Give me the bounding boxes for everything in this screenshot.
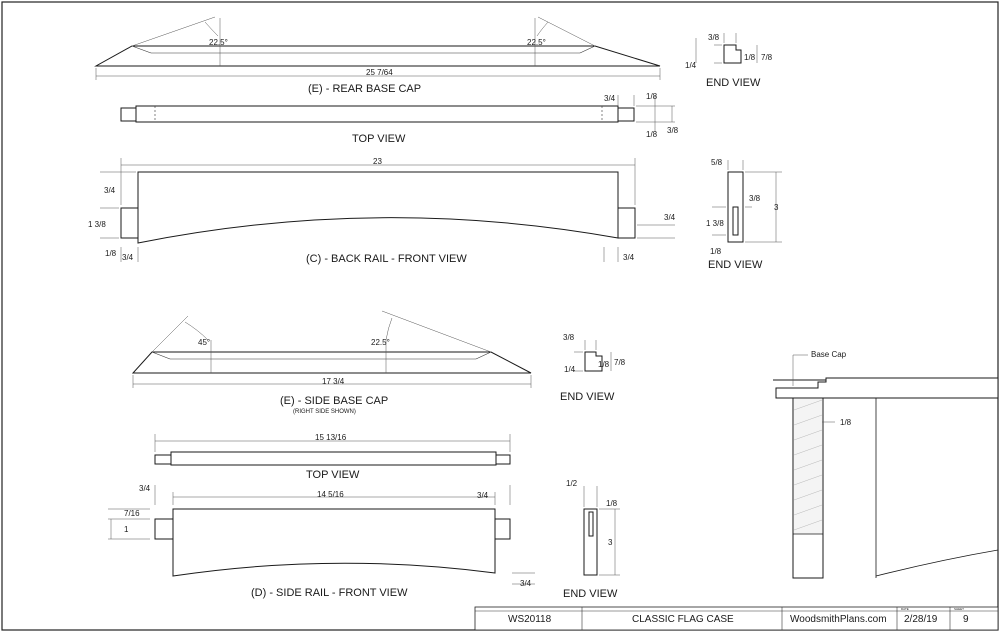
side-cap-angle-left: 45°: [198, 338, 210, 347]
back-rail-length: 23: [373, 157, 382, 166]
sheet-caption: SHEET: [954, 607, 964, 611]
rear-cap-length: 25 7/64: [366, 68, 393, 77]
rear-end-notch: 1/8: [744, 53, 756, 62]
side-base-cap-top-view: 15 13/16 TOP VIEW: [154, 433, 511, 481]
rear-end-base: 1/4: [685, 61, 697, 70]
back-rail-front-view: 23 3/4 1 3/8 1/8 3/4 3/4 3/4 (C) - BACK …: [88, 157, 676, 265]
side-rail-tenon-left: 3/4: [139, 484, 151, 493]
side-top-view-label: TOP VIEW: [306, 469, 360, 481]
side-rail-length: 14 5/16: [317, 490, 344, 499]
side-rail-end-view: 1/2 1/8 3 END VIEW: [563, 479, 620, 600]
back-end-w: 5/8: [711, 158, 723, 167]
back-rail-top: 3/4: [104, 186, 116, 195]
base-cap-detail: 1/8 Base Cap: [773, 350, 999, 579]
side-rail-side-height: 1: [124, 525, 129, 534]
back-end-label: END VIEW: [708, 259, 763, 271]
side-end-base: 1/4: [564, 365, 576, 374]
side-base-cap-front-view: 45° 22.5° 17 3/4 (E) - SIDE BASE CAP (RI…: [131, 310, 532, 415]
side-top-length: 15 13/16: [315, 433, 347, 442]
back-end-tenon: 1 3/8: [706, 219, 724, 228]
rear-end-w: 3/8: [708, 33, 720, 42]
side-cap-angle-right: 22.5°: [371, 338, 390, 347]
rear-top-dim-d: 3/8: [667, 126, 679, 135]
back-rail-bottom-gap: 1/8: [105, 249, 117, 258]
rear-top-dim-c: 1/8: [646, 130, 658, 139]
side-rail-tenon-right: 3/4: [477, 491, 489, 500]
rear-top-dim-b: 1/8: [646, 92, 658, 101]
back-rail-end-view: 5/8 3 3/8 1 3/8 1/8 END VIEW: [706, 158, 782, 271]
side-end-h: 7/8: [614, 358, 626, 367]
rear-base-cap-front-view: 22.5° 22.5° 25 7/64 (E) - REAR BASE CAP: [94, 16, 661, 95]
rear-cap-end-view: 3/8 1/8 7/8 1/4 END VIEW: [685, 33, 773, 89]
side-end-w: 3/8: [563, 333, 575, 342]
side-rail-right-height: 3/4: [520, 579, 532, 588]
side-rail-title: (D) - SIDE RAIL - FRONT VIEW: [251, 587, 408, 599]
detail-dim: 1/8: [840, 418, 852, 427]
plan-number: WS20118: [508, 614, 552, 625]
back-rail-title: (C) - BACK RAIL - FRONT VIEW: [306, 253, 467, 265]
side-end-label: END VIEW: [560, 391, 615, 403]
side-rail-front-view: 14 5/16 3/4 3/4 7/16 1 3/4 (D) - SIDE RA…: [108, 484, 535, 599]
plan-title: CLASSIC FLAG CASE: [632, 614, 734, 625]
rear-base-cap-top-view: 3/4 1/8 1/8 3/8 TOP VIEW: [120, 92, 679, 145]
side-rail-end-groove: 1/8: [606, 499, 618, 508]
side-cap-subtitle: (RIGHT SIDE SHOWN): [293, 409, 356, 415]
back-rail-side-height: 1 3/8: [88, 220, 106, 229]
side-rail-end-label: END VIEW: [563, 588, 618, 600]
side-cap-title: (E) - SIDE BASE CAP: [280, 395, 388, 407]
title-block: WS20118 CLASSIC FLAG CASE WoodsmithPlans…: [474, 606, 999, 631]
rear-cap-angle-right: 22.5°: [527, 38, 546, 47]
detail-callout: Base Cap: [811, 350, 847, 359]
back-end-groove: 3/8: [749, 194, 761, 203]
side-end-notch: 1/8: [598, 360, 610, 369]
rear-top-view-label: TOP VIEW: [352, 133, 406, 145]
date-caption: DATE: [901, 607, 909, 611]
back-rail-tenon-left: 3/4: [122, 253, 134, 262]
side-cap-end-view: 3/8 1/4 1/8 7/8 END VIEW: [560, 333, 626, 403]
rear-end-h: 7/8: [761, 53, 773, 62]
back-end-gap: 1/8: [710, 247, 722, 256]
rear-cap-angle-left: 22.5°: [209, 38, 228, 47]
side-cap-length: 17 3/4: [322, 377, 345, 386]
site-url: WoodsmithPlans.com: [790, 614, 887, 625]
rear-cap-title: (E) - REAR BASE CAP: [308, 83, 421, 95]
back-rail-tenon-right: 3/4: [623, 253, 635, 262]
side-rail-end-w: 1/2: [566, 479, 578, 488]
side-rail-top: 7/16: [124, 509, 140, 518]
rear-end-label: END VIEW: [706, 77, 761, 89]
side-rail-end-h: 3: [608, 538, 613, 547]
back-rail-right-height: 3/4: [664, 213, 676, 222]
rear-top-dim-a: 3/4: [604, 94, 616, 103]
date-value: 2/28/19: [904, 614, 938, 625]
sheet-number: 9: [963, 614, 969, 625]
back-end-h: 3: [774, 203, 779, 212]
